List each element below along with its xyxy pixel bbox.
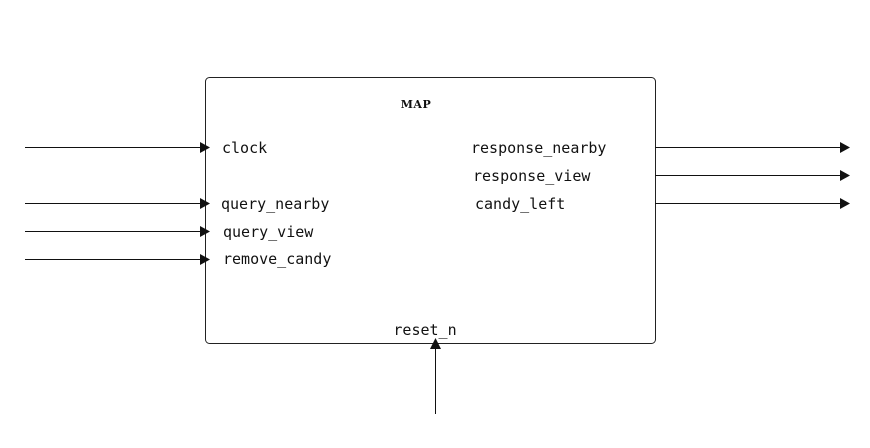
output-arrowhead-response-nearby	[840, 142, 850, 153]
output-arrowhead-response-view	[840, 170, 850, 181]
input-label-query-nearby: query_nearby	[221, 195, 329, 213]
input-arrowhead-clock	[200, 142, 210, 153]
input-port-remove-candy: remove_candy	[25, 250, 331, 268]
output-port-response-view: response_view	[473, 167, 850, 185]
output-arrowhead-candy-left	[840, 198, 850, 209]
input-arrowhead-query-view	[200, 226, 210, 237]
output-label-response-view: response_view	[473, 167, 591, 185]
module-title: MAP	[401, 98, 431, 111]
input-label-remove-candy: remove_candy	[223, 250, 331, 268]
input-label-query-view: query_view	[223, 223, 314, 241]
input-arrowhead-query-nearby	[200, 198, 210, 209]
input-port-clock: clock	[25, 139, 267, 157]
input-label-clock: clock	[222, 139, 267, 157]
map-module-block	[205, 77, 656, 344]
input-arrowhead-reset-n	[430, 338, 441, 349]
output-label-candy-left: candy_left	[475, 195, 565, 213]
output-label-response-nearby: response_nearby	[471, 139, 606, 157]
output-port-candy-left: candy_left	[475, 195, 850, 213]
input-port-query-nearby: query_nearby	[25, 195, 329, 213]
input-arrowhead-remove-candy	[200, 254, 210, 265]
input-port-query-view: query_view	[25, 223, 314, 241]
input-port-reset-n: reset_n	[393, 321, 457, 414]
input-label-reset-n: reset_n	[393, 321, 456, 339]
output-port-response-nearby: response_nearby	[471, 139, 850, 157]
